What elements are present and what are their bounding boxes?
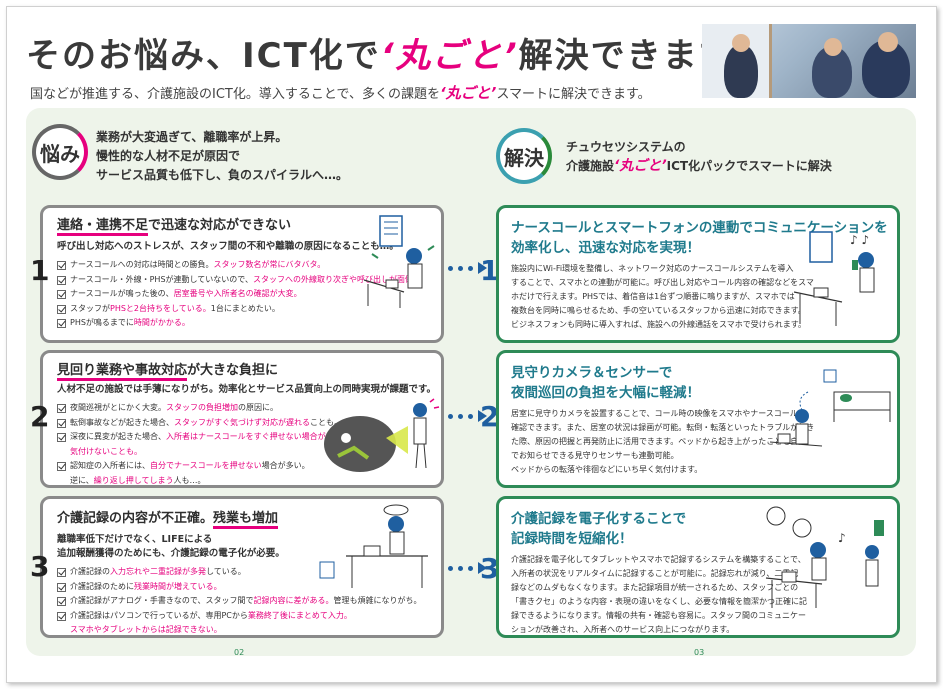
smartphone-call-illustration: ♪ ♪ <box>793 231 875 326</box>
night-patrol-illustration <box>324 398 440 472</box>
list-item: スタッフがPHSと2台持ちをしている。1台にまとめたい。 <box>57 302 421 317</box>
solution-1-title: ナースコールとスマートフォンの連動でコミュニケーションを 効率化し、迅速な対応を… <box>511 220 888 256</box>
list-item: 介護記録がアナログ・手書きなので、スタッフ間で記録内容に差がある。管理も煩雑にな… <box>57 594 422 609</box>
solution-3-number: 3 <box>480 552 500 585</box>
nurse-phone-illustration <box>363 215 435 308</box>
solution-3-title: 介護記録を電子化することで 記録時間を短縮化！ <box>511 511 687 547</box>
solution-1-body: 施設内にWi-Fi環境を整備し、ネットワーク対応のナースコールシステムを導入 す… <box>511 264 814 329</box>
watch-camera-illustration <box>769 369 891 447</box>
kaiketsu-badge: 解決 <box>496 128 552 184</box>
problem-card-1: 連絡・連携不足で迅速な対応ができない 呼び出し対応へのストレスが、スタッフ間の不… <box>40 205 444 343</box>
solution-lead-line: チュウセツシステムの <box>566 140 686 154</box>
problem-lead-line: 慢性的な人材不足が原因で <box>96 149 241 163</box>
subtitle-pre: 国などが推進する、介護施設のICT化。導入することで、多くの課題を <box>30 87 440 102</box>
list-item: ナースコールへの対応は時間との勝負。スタッフ数名が常にバタバタ。 <box>57 258 421 273</box>
solution-card-3: 介護記録を電子化することで 記録時間を短縮化！ 介護記録を電子化してタブレットや… <box>496 496 900 638</box>
solution-2-title: 見守りカメラ＆センサーで 夜間巡回の負担を大幅に軽減！ <box>511 365 700 401</box>
problem-2-list: 夜間巡視がとにかく大変。スタッフの負担増加の原因に。 転倒事故などが起きた場合、… <box>57 401 349 488</box>
title-pre: そのお悩み、ICT化で <box>26 36 381 76</box>
nayami-badge: 悩み <box>32 124 88 180</box>
problem-3-intro: 離職率低下だけでなく、LIFEによる 追加報酬獲得のためにも、介護記録の電子化が… <box>57 534 285 559</box>
page-number-right: 03 <box>694 648 705 657</box>
list-item: 深夜に異変が起きた場合、入所者はナースコールをすぐ押せない場合があり、気付けない… <box>57 430 349 459</box>
problem-3-title: 介護記録の内容が不正確。残業も増加 <box>57 509 279 529</box>
list-item: 介護記録はパソコンで行っているが、専用PCから業務終了後にまとめて入力。スマホや… <box>57 609 422 638</box>
problem-2-title: 見回り業務や事故対応が大きな負担に <box>57 361 278 381</box>
list-item: PHSが鳴るまでに時間がかかる。 <box>57 316 421 331</box>
solution-2-body: 居室に見守りカメラを設置することで、コール時の映像をスマホやナースコールで 確認… <box>511 409 815 474</box>
solution-1-number: 1 <box>480 254 500 287</box>
problem-lead-line: 業務が大変過ぎて、離職率が上昇。 <box>96 130 288 144</box>
page-subtitle: 国などが推進する、介護施設のICT化。導入することで、多くの課題を‘丸ごと’スマ… <box>30 82 651 103</box>
problem-2-number: 2 <box>30 400 50 433</box>
title-accent: ‘丸ごと’ <box>380 36 519 76</box>
problem-2-intro: 人材不足の施設では手薄になりがち。効率化とサービス品質向上の同時実現が課題です。 <box>57 384 437 395</box>
subtitle-accent: ‘丸ごと’ <box>439 84 497 102</box>
list-item: 認知症の入所者には、自分でナースコールを押せない場合が多い。逆に、繰り返し押して… <box>57 459 349 488</box>
solution-lead: チュウセツシステムの 介護施設‘丸ごと’ICT化パックでスマートに解決 <box>566 138 832 176</box>
problem-card-3: 介護記録の内容が不正確。残業も増加 離職率低下だけでなく、LIFEによる 追加報… <box>40 496 444 638</box>
page-title: そのお悩み、ICT化で‘丸ごと’解決できます。 <box>26 28 767 77</box>
problem-3-number: 3 <box>30 550 50 583</box>
list-item: 介護記録の入力忘れや二重記録が多発している。 <box>57 565 422 580</box>
problem-1-intro: 呼び出し対応へのストレスが、スタッフ間の不和や離職の原因になることも…。 <box>57 241 399 252</box>
arrow-3 <box>448 562 487 574</box>
list-item: ナースコール・外線・PHSが連動していないので、スタッフへの外線取り次ぎや呼び出… <box>57 273 421 288</box>
problem-lead-line: サービス品質も低下し、負のスパイラルへ…。 <box>96 168 349 182</box>
solution-3-body: 介護記録を電子化してタブレットやスマホで記録するシステムを構築することで、 入所… <box>511 555 807 634</box>
svg-text:♪ ♪: ♪ ♪ <box>850 233 869 247</box>
records-illustration <box>319 504 428 588</box>
arrow-2 <box>448 410 487 422</box>
subtitle-post: スマートに解決できます。 <box>496 87 651 102</box>
problem-1-title: 連絡・連携不足で迅速な対応ができない <box>57 216 291 236</box>
list-item: 介護記録のために残業時間が増えている。 <box>57 580 422 595</box>
svg-text:♪: ♪ <box>838 531 846 545</box>
staff-photo <box>702 24 916 98</box>
page-number-left: 02 <box>234 648 245 657</box>
solution-card-1: ナースコールとスマートフォンの連動でコミュニケーションを 効率化し、迅速な対応を… <box>496 205 900 343</box>
list-item: ナースコールが鳴った後の、居室番号や入所者名の確認が大変。 <box>57 287 421 302</box>
solution-2-number: 2 <box>480 400 500 433</box>
problem-1-list: ナースコールへの対応は時間との勝負。スタッフ数名が常にバタバタ。 ナースコール・… <box>57 258 421 331</box>
problem-1-number: 1 <box>30 254 50 287</box>
tablet-records-illustration: ♪ <box>765 506 884 608</box>
problem-3-list: 介護記録の入力忘れや二重記録が多発している。 介護記録のために残業時間が増えてい… <box>57 565 422 638</box>
solution-lead-line: 介護施設‘丸ごと’ICT化パックでスマートに解決 <box>566 158 832 174</box>
problem-lead: 業務が大変過ぎて、離職率が上昇。 慢性的な人材不足が原因で サービス品質も低下し… <box>96 128 348 185</box>
list-item: 夜間巡視がとにかく大変。スタッフの負担増加の原因に。 <box>57 401 349 416</box>
arrow-1 <box>448 262 487 274</box>
list-item: 転倒事故などが起きた場合、スタッフがすぐ気づけず対応が遅れることも。 <box>57 416 349 431</box>
